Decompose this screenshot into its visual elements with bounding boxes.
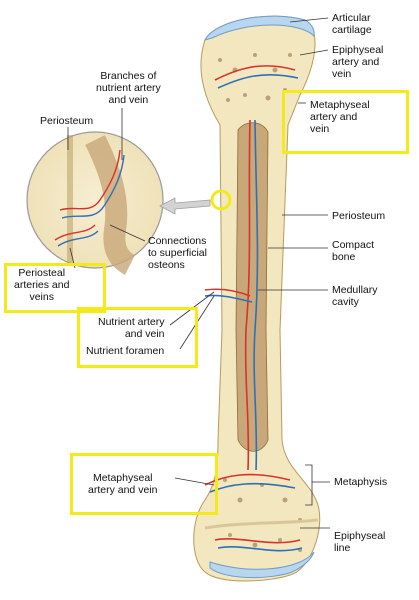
- label-medullary-cavity: Medullary cavity: [332, 284, 378, 308]
- label-compact-bone: Compact bone: [332, 239, 375, 263]
- label-nutrient-artery: Nutrient artery and vein: [98, 316, 165, 340]
- highlight-metaphyseal-bottom: [70, 453, 218, 515]
- epiphyseal-line: [204, 518, 319, 530]
- articular-cartilage: [204, 15, 315, 41]
- label-periosteum-left: Periosteum: [40, 115, 94, 127]
- label-epiphyseal-artery: Epiphyseal artery and vein: [332, 44, 384, 80]
- label-articular-cartilage: Articular cartilage: [332, 12, 372, 36]
- magnify-arrow: [159, 197, 211, 215]
- highlight-metaphyseal-top: [282, 90, 409, 154]
- label-connections: Connections to superficial osteons: [148, 235, 207, 271]
- label-periosteum-right: Periosteum: [332, 210, 386, 222]
- label-metaphyseal-bottom: Metaphyseal artery and vein: [88, 472, 158, 496]
- label-periosteal-arteries: Periosteal arteries and veins: [14, 267, 70, 303]
- articular-cartilage-bottom: [209, 551, 315, 579]
- label-epiphyseal-line: Epiphyseal line: [334, 530, 386, 554]
- label-branches-nutrient: Branches of nutrient artery and vein: [96, 70, 161, 106]
- label-metaphyseal-top: Metaphyseal artery and vein: [310, 99, 370, 135]
- highlight-nutrient: [77, 307, 198, 368]
- magnify-source-ring: [210, 189, 232, 211]
- highlight-periosteal: [4, 263, 106, 313]
- medullary-cavity: [235, 122, 269, 452]
- label-nutrient-foramen: Nutrient foramen: [86, 345, 165, 357]
- label-metaphysis: Metaphysis: [334, 476, 388, 488]
